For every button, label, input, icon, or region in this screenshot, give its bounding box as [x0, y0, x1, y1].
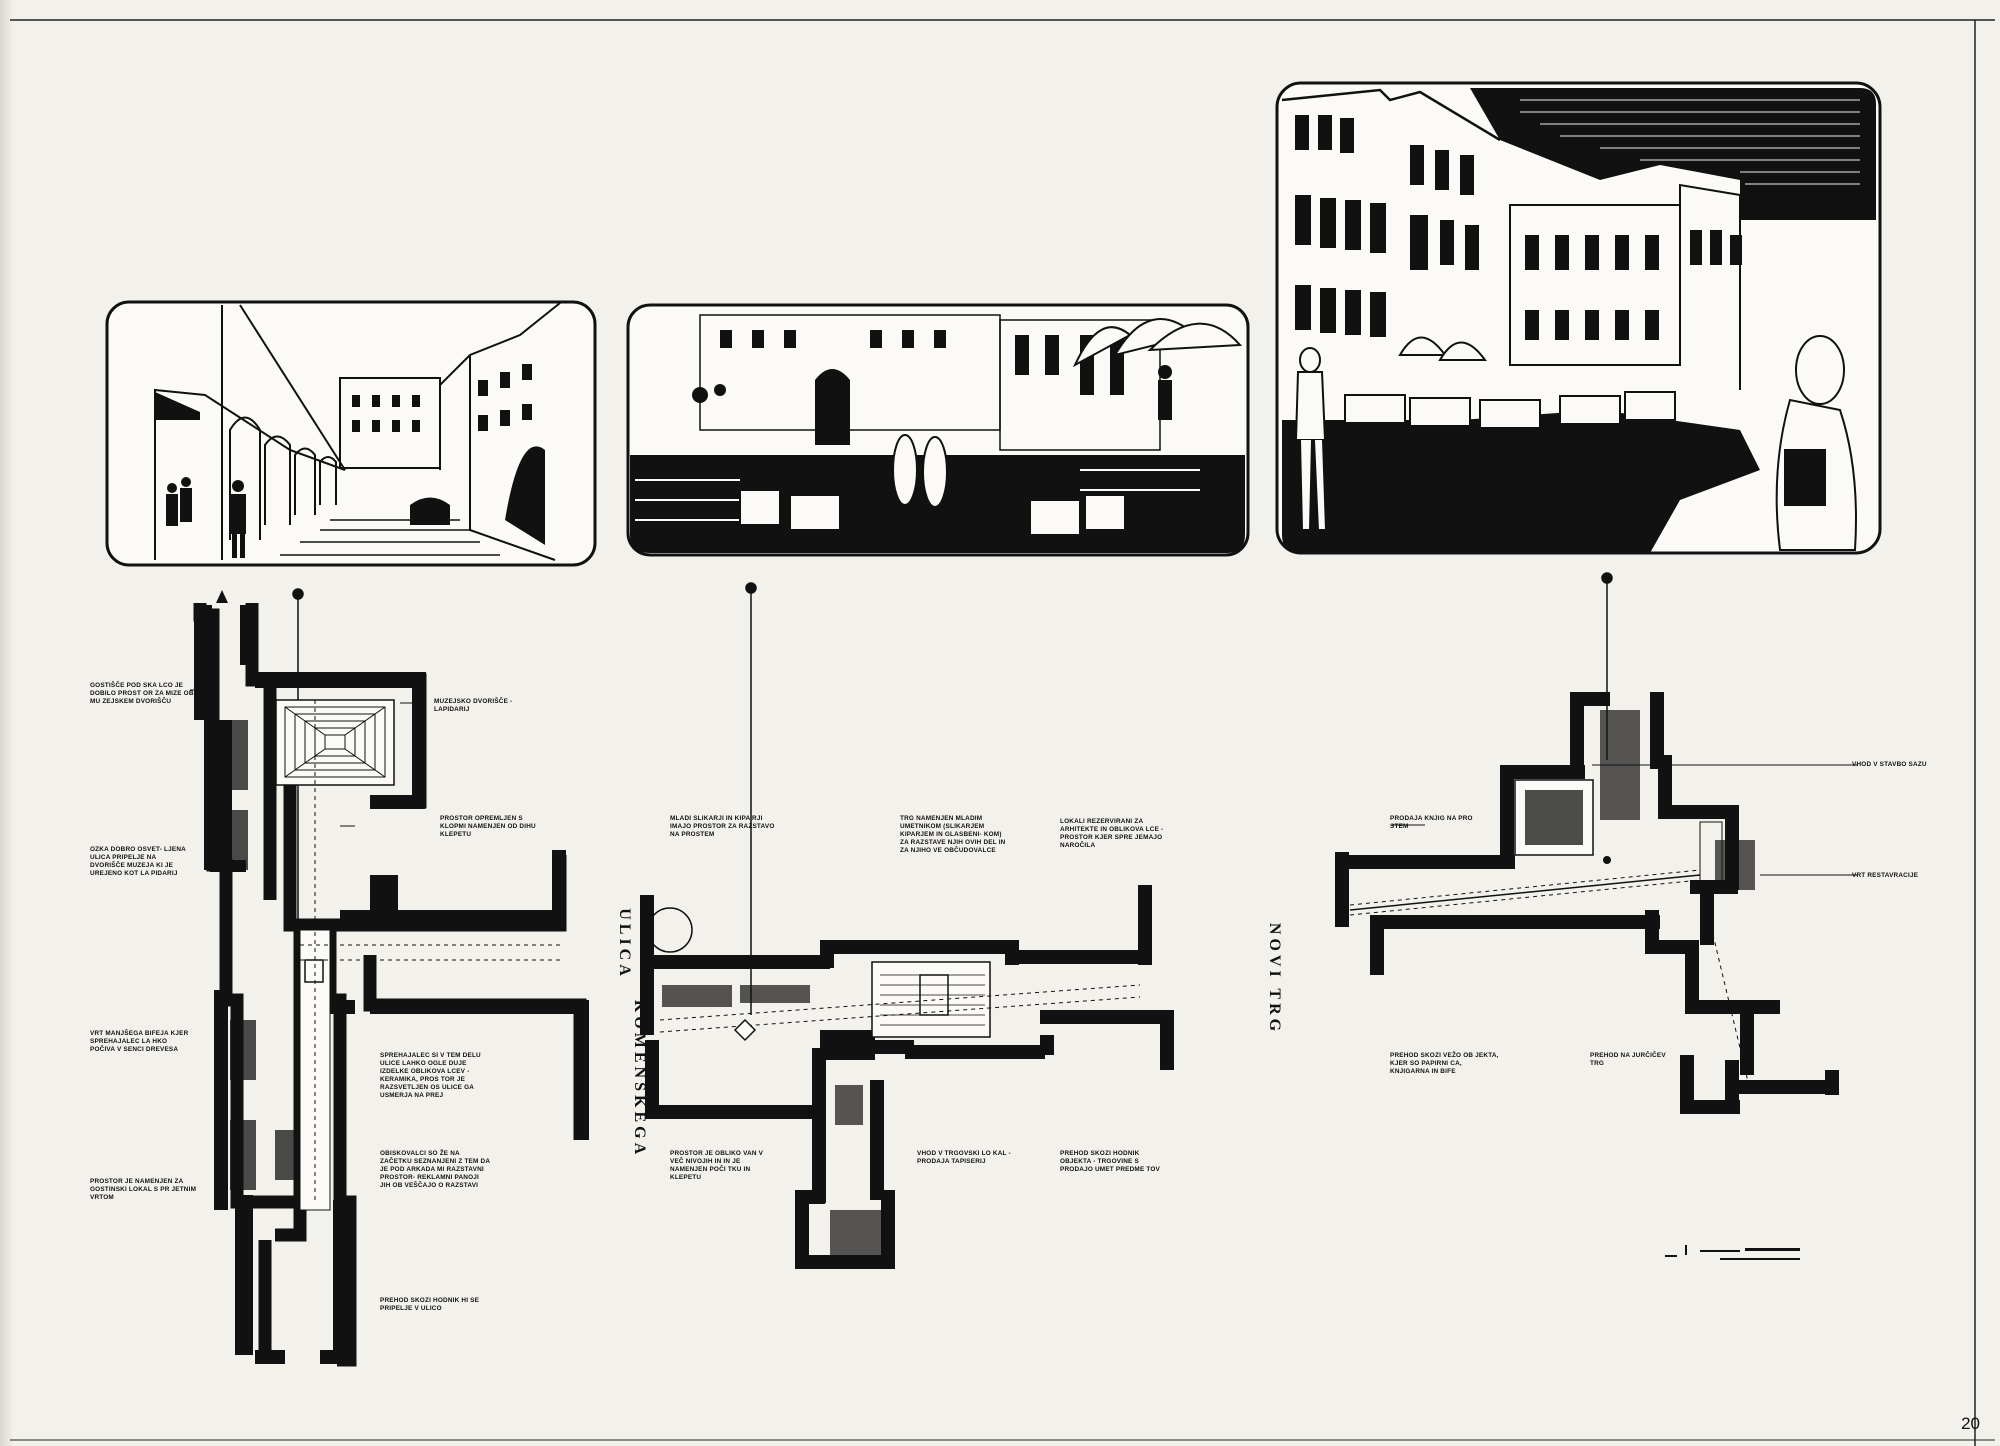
label-vrt-bifeja: VRT MANJŠEGA BIFEJA KJER SPREHAJALEC LA …: [90, 1030, 189, 1053]
label-prehod-objekt: PREHOD SKOZI HODNIK OBJEKTA - TRGOVINE S…: [1060, 1150, 1160, 1173]
street-name-komenskega: KOMENSKEGA: [631, 999, 649, 1159]
label-sprehajalec: SPREHAJALEC SI V TEM DELU ULICE LAHKO OG…: [380, 1052, 481, 1099]
label-vhod-sazu: VHOD V STAVBO SAZU: [1852, 761, 1927, 768]
label-vhod-trgovski: VHOD V TRGOVSKI LO KAL - PRODAJA TAPISER…: [917, 1150, 1011, 1165]
street-name-ulica: ULICA: [615, 908, 633, 980]
label-ozka-ulica: OZKA DOBRO OSVET- LJENA ULICA PRIPELJE N…: [90, 846, 186, 877]
label-prostor-nivoji: PROSTOR JE OBLIKO VAN V VEČ NIVOJIH IN I…: [670, 1150, 764, 1181]
label-lokali-arhitekti: LOKALI REZERVIRANI ZA ARHITEKTE IN OBLIK…: [1060, 818, 1164, 849]
label-prehod-hodnik: PREHOD SKOZI HODNIK HI SE PRIPELJE V ULI…: [380, 1297, 480, 1312]
sketch-novi-trg: [1275, 81, 1882, 555]
label-muzejsko-dvorisce: MUZEJSKO DVORIŠČE - LAPIDARIJ: [434, 698, 513, 713]
label-gostisce: GOSTIŠČE POD SKA LCO JE DOBILO PROST OR …: [90, 682, 194, 705]
sketch-square-terraces: [626, 303, 1250, 557]
sketch-arcade-street: [105, 300, 597, 567]
floor-plan-middle: [640, 885, 1174, 1269]
street-name-novi-trg: NOVI TRG: [1266, 922, 1284, 1036]
scale-bar: [1665, 1245, 1800, 1260]
label-mladi-slikarji: MLADI SLIKARJI IN KIPA RJI IMAJO PROSTOR…: [670, 815, 775, 838]
page-number: 20: [1961, 1414, 1980, 1433]
label-vrt-restavracije: VRT RESTAVRACIJE: [1852, 872, 1919, 879]
label-gostinski-lokal: PROSTOR JE NAMENJEN ZA GOSTINSKI LOKAL S…: [90, 1178, 197, 1201]
label-prehod-vezo: PREHOD SKOZI VEŽO OB JEKTA, KJER SO PAPI…: [1390, 1052, 1499, 1075]
label-obiskovalci: OBISKOVALCI SO ŽE NA ZAČETKU SEZNANJENI …: [380, 1150, 490, 1189]
floor-plan-left: [193, 590, 589, 1367]
label-trg-umetniki: TRG NAMENJEN MLADIM UMETNIKOM (SLIKARJEM…: [900, 815, 1006, 854]
floor-plan-right: [1335, 692, 1839, 1114]
label-leaders: [190, 689, 1858, 876]
binding-edge: [0, 0, 14, 1446]
label-prodaja-knjig: PRODAJA KNJIG NA PRO STEM: [1390, 815, 1473, 830]
label-prostor-klopi: PROSTOR OPREMLJEN S KLOPMI NAMENJEN OD D…: [440, 815, 536, 838]
label-prehod-jurcicev: PREHOD NA JURČIČEV TRG: [1590, 1052, 1666, 1067]
